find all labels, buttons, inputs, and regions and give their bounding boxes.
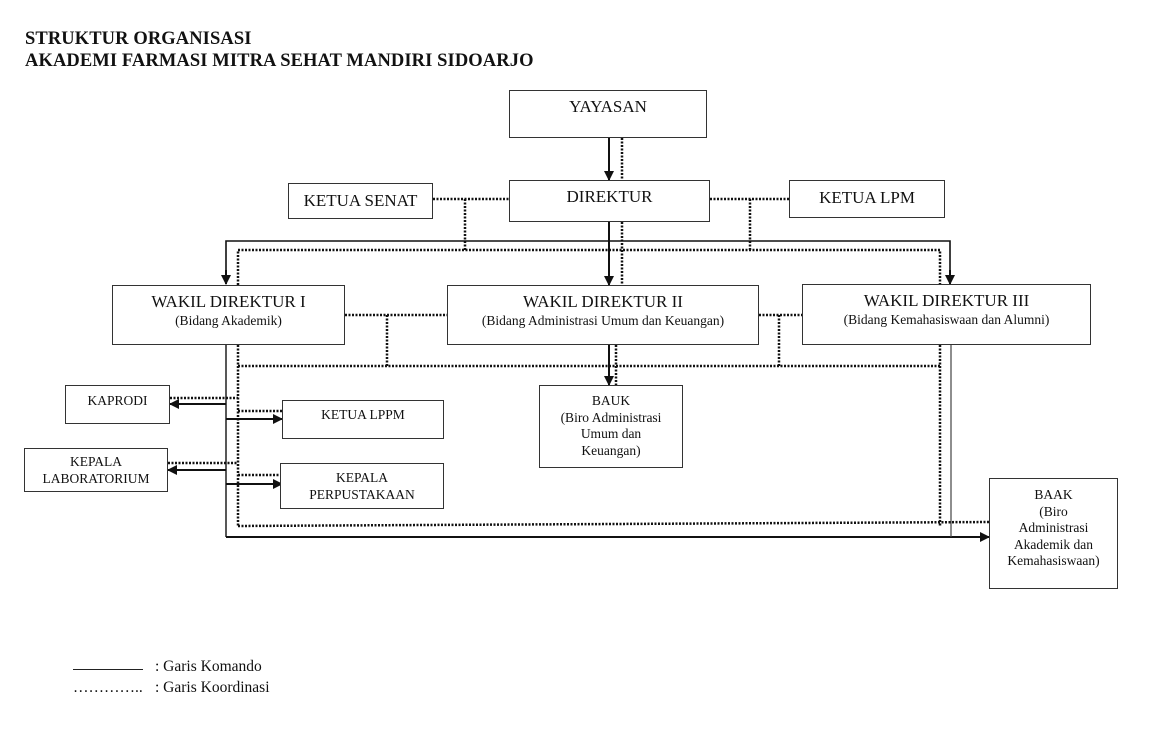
node-subtitle: (Bidang Kemahasiswaan dan Alumni) bbox=[843, 312, 1050, 327]
node-direktur[interactable]: DIREKTUR bbox=[509, 180, 710, 222]
node-wakil-direktur-2[interactable]: WAKIL DIREKTUR II (Bidang Administrasi U… bbox=[447, 285, 759, 345]
node-line: LABORATORIUM bbox=[42, 470, 150, 486]
node-line: (Biro bbox=[1039, 503, 1068, 519]
chart-subtitle: AKADEMI FARMASI MITRA SEHAT MANDIRI SIDO… bbox=[25, 51, 534, 71]
node-title: WAKIL DIREKTUR III bbox=[863, 291, 1030, 310]
coord-bus-bottom bbox=[237, 520, 990, 528]
node-line: PERPUSTAKAAN bbox=[309, 486, 415, 502]
coordination-lines bbox=[168, 138, 990, 528]
node-line: Kemahasiswaan) bbox=[1007, 553, 1100, 568]
node-title: YAYASAN bbox=[569, 97, 647, 116]
legend-coordination: ………….. : Garis Koordinasi bbox=[73, 678, 270, 698]
node-wakil-direktur-1[interactable]: WAKIL DIREKTUR I (Bidang Akademik) bbox=[112, 285, 345, 345]
chart-title: STRUKTUR ORGANISASI bbox=[25, 29, 252, 49]
node-kepala-laboratorium[interactable]: KEPALA LABORATORIUM bbox=[24, 448, 168, 492]
legend-coordination-symbol: ………….. bbox=[73, 679, 143, 696]
node-kepala-perpustakaan[interactable]: KEPALA PERPUSTAKAAN bbox=[280, 463, 444, 509]
coord-bus-top bbox=[236, 248, 942, 285]
node-subtitle: (Bidang Administrasi Umum dan Keuangan) bbox=[481, 313, 725, 328]
node-line: Administrasi bbox=[1018, 520, 1089, 535]
legend-command: : Garis Komando bbox=[73, 657, 262, 677]
node-line: BAAK bbox=[1034, 487, 1073, 502]
node-line: (Biro Administrasi bbox=[560, 409, 662, 425]
command-bus-top bbox=[225, 240, 951, 283]
node-title: KETUA LPPM bbox=[321, 407, 405, 422]
command-lines bbox=[167, 138, 990, 542]
node-title: DIREKTUR bbox=[566, 187, 653, 206]
node-line: Umum dan bbox=[580, 426, 642, 441]
node-ketua-senat[interactable]: KETUA SENAT bbox=[288, 183, 433, 219]
legend-command-symbol bbox=[73, 657, 143, 670]
node-line: KEPALA bbox=[335, 470, 388, 485]
node-title: KETUA SENAT bbox=[303, 191, 418, 210]
node-title: WAKIL DIREKTUR II bbox=[523, 292, 683, 311]
legend-coordination-label: : Garis Koordinasi bbox=[155, 679, 270, 696]
node-title: WAKIL DIREKTUR I bbox=[151, 292, 306, 311]
node-line: Akademik dan bbox=[1013, 536, 1094, 552]
node-ketua-lppm[interactable]: KETUA LPPM bbox=[282, 400, 444, 439]
node-wakil-direktur-3[interactable]: WAKIL DIREKTUR III (Bidang Kemahasiswaan… bbox=[802, 284, 1091, 345]
node-line: KEPALA bbox=[69, 454, 122, 469]
node-kaprodi[interactable]: KAPRODI bbox=[65, 385, 170, 424]
node-title: KAPRODI bbox=[87, 393, 148, 408]
node-subtitle: (Bidang Akademik) bbox=[175, 313, 282, 328]
node-bauk[interactable]: BAUK (Biro Administrasi Umum dan Keuanga… bbox=[539, 385, 683, 468]
node-line: Keuangan) bbox=[581, 442, 641, 458]
node-title: KETUA LPM bbox=[819, 188, 915, 207]
legend-command-label: : Garis Komando bbox=[155, 658, 262, 675]
node-yayasan[interactable]: YAYASAN bbox=[509, 90, 707, 138]
node-baak[interactable]: BAAK (Biro Administrasi Akademik dan Kem… bbox=[989, 478, 1118, 589]
node-ketua-lpm[interactable]: KETUA LPM bbox=[789, 180, 945, 218]
node-line: BAUK bbox=[591, 393, 631, 408]
